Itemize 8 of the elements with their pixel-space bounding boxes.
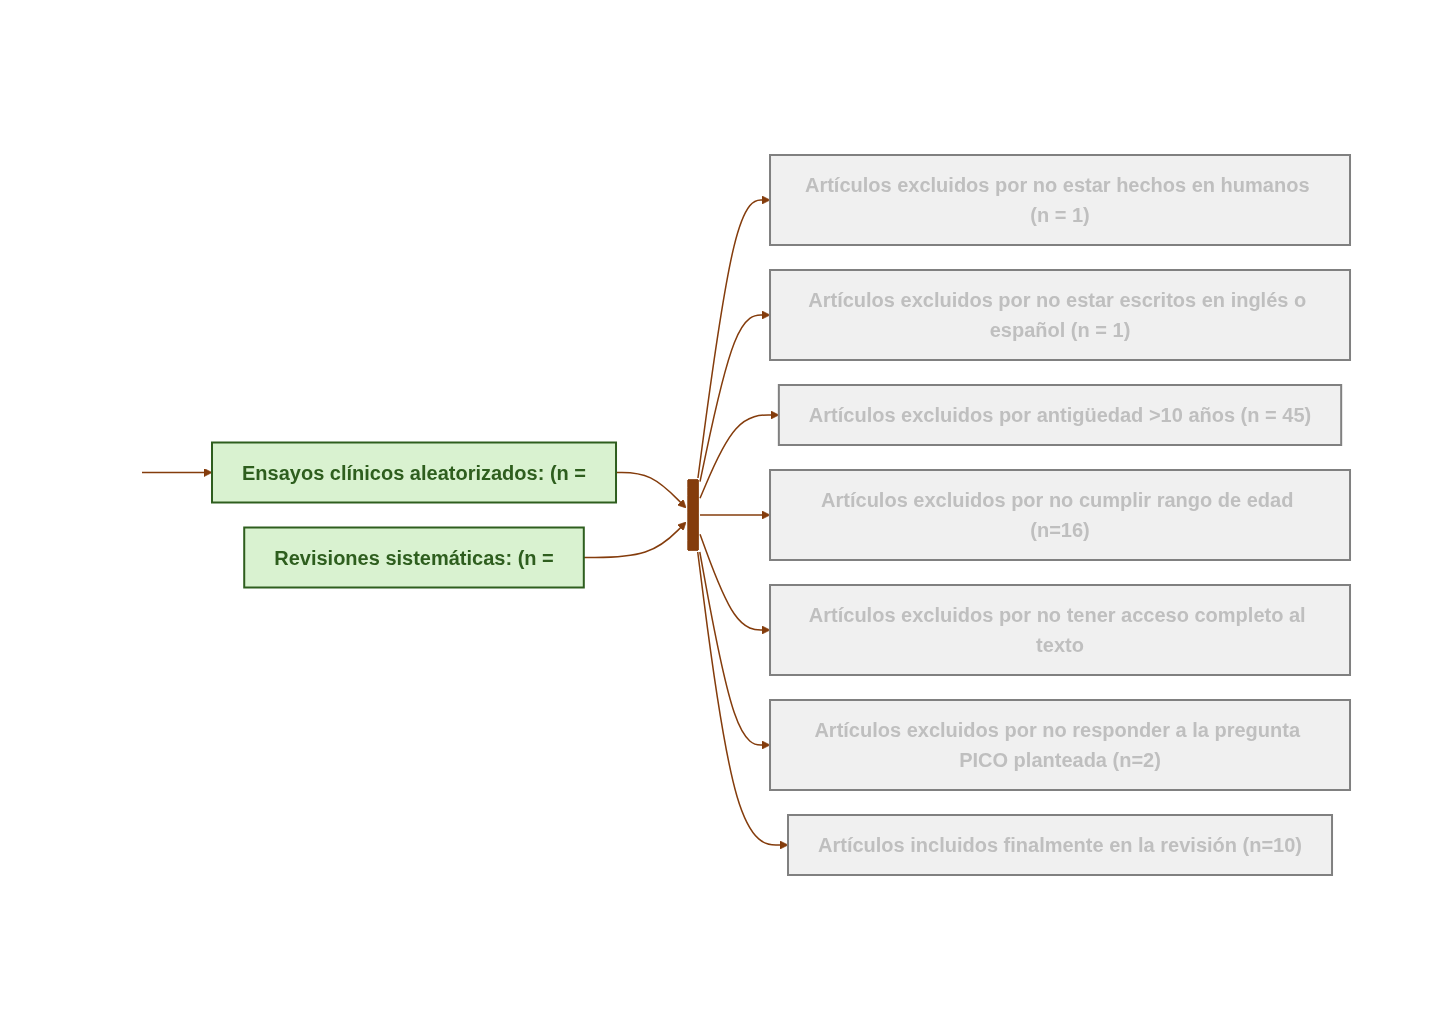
- arrow: [699, 310, 771, 483]
- node-box: Revisiones sistemáticas: (n =: [243, 526, 585, 589]
- arrow: [697, 195, 771, 479]
- arrow: [583, 521, 687, 559]
- arrow: [699, 510, 771, 520]
- arrow: [699, 551, 771, 750]
- node-box: Ensayos clínicos aleatorizados: (n =: [211, 441, 617, 504]
- arrow: [699, 533, 771, 635]
